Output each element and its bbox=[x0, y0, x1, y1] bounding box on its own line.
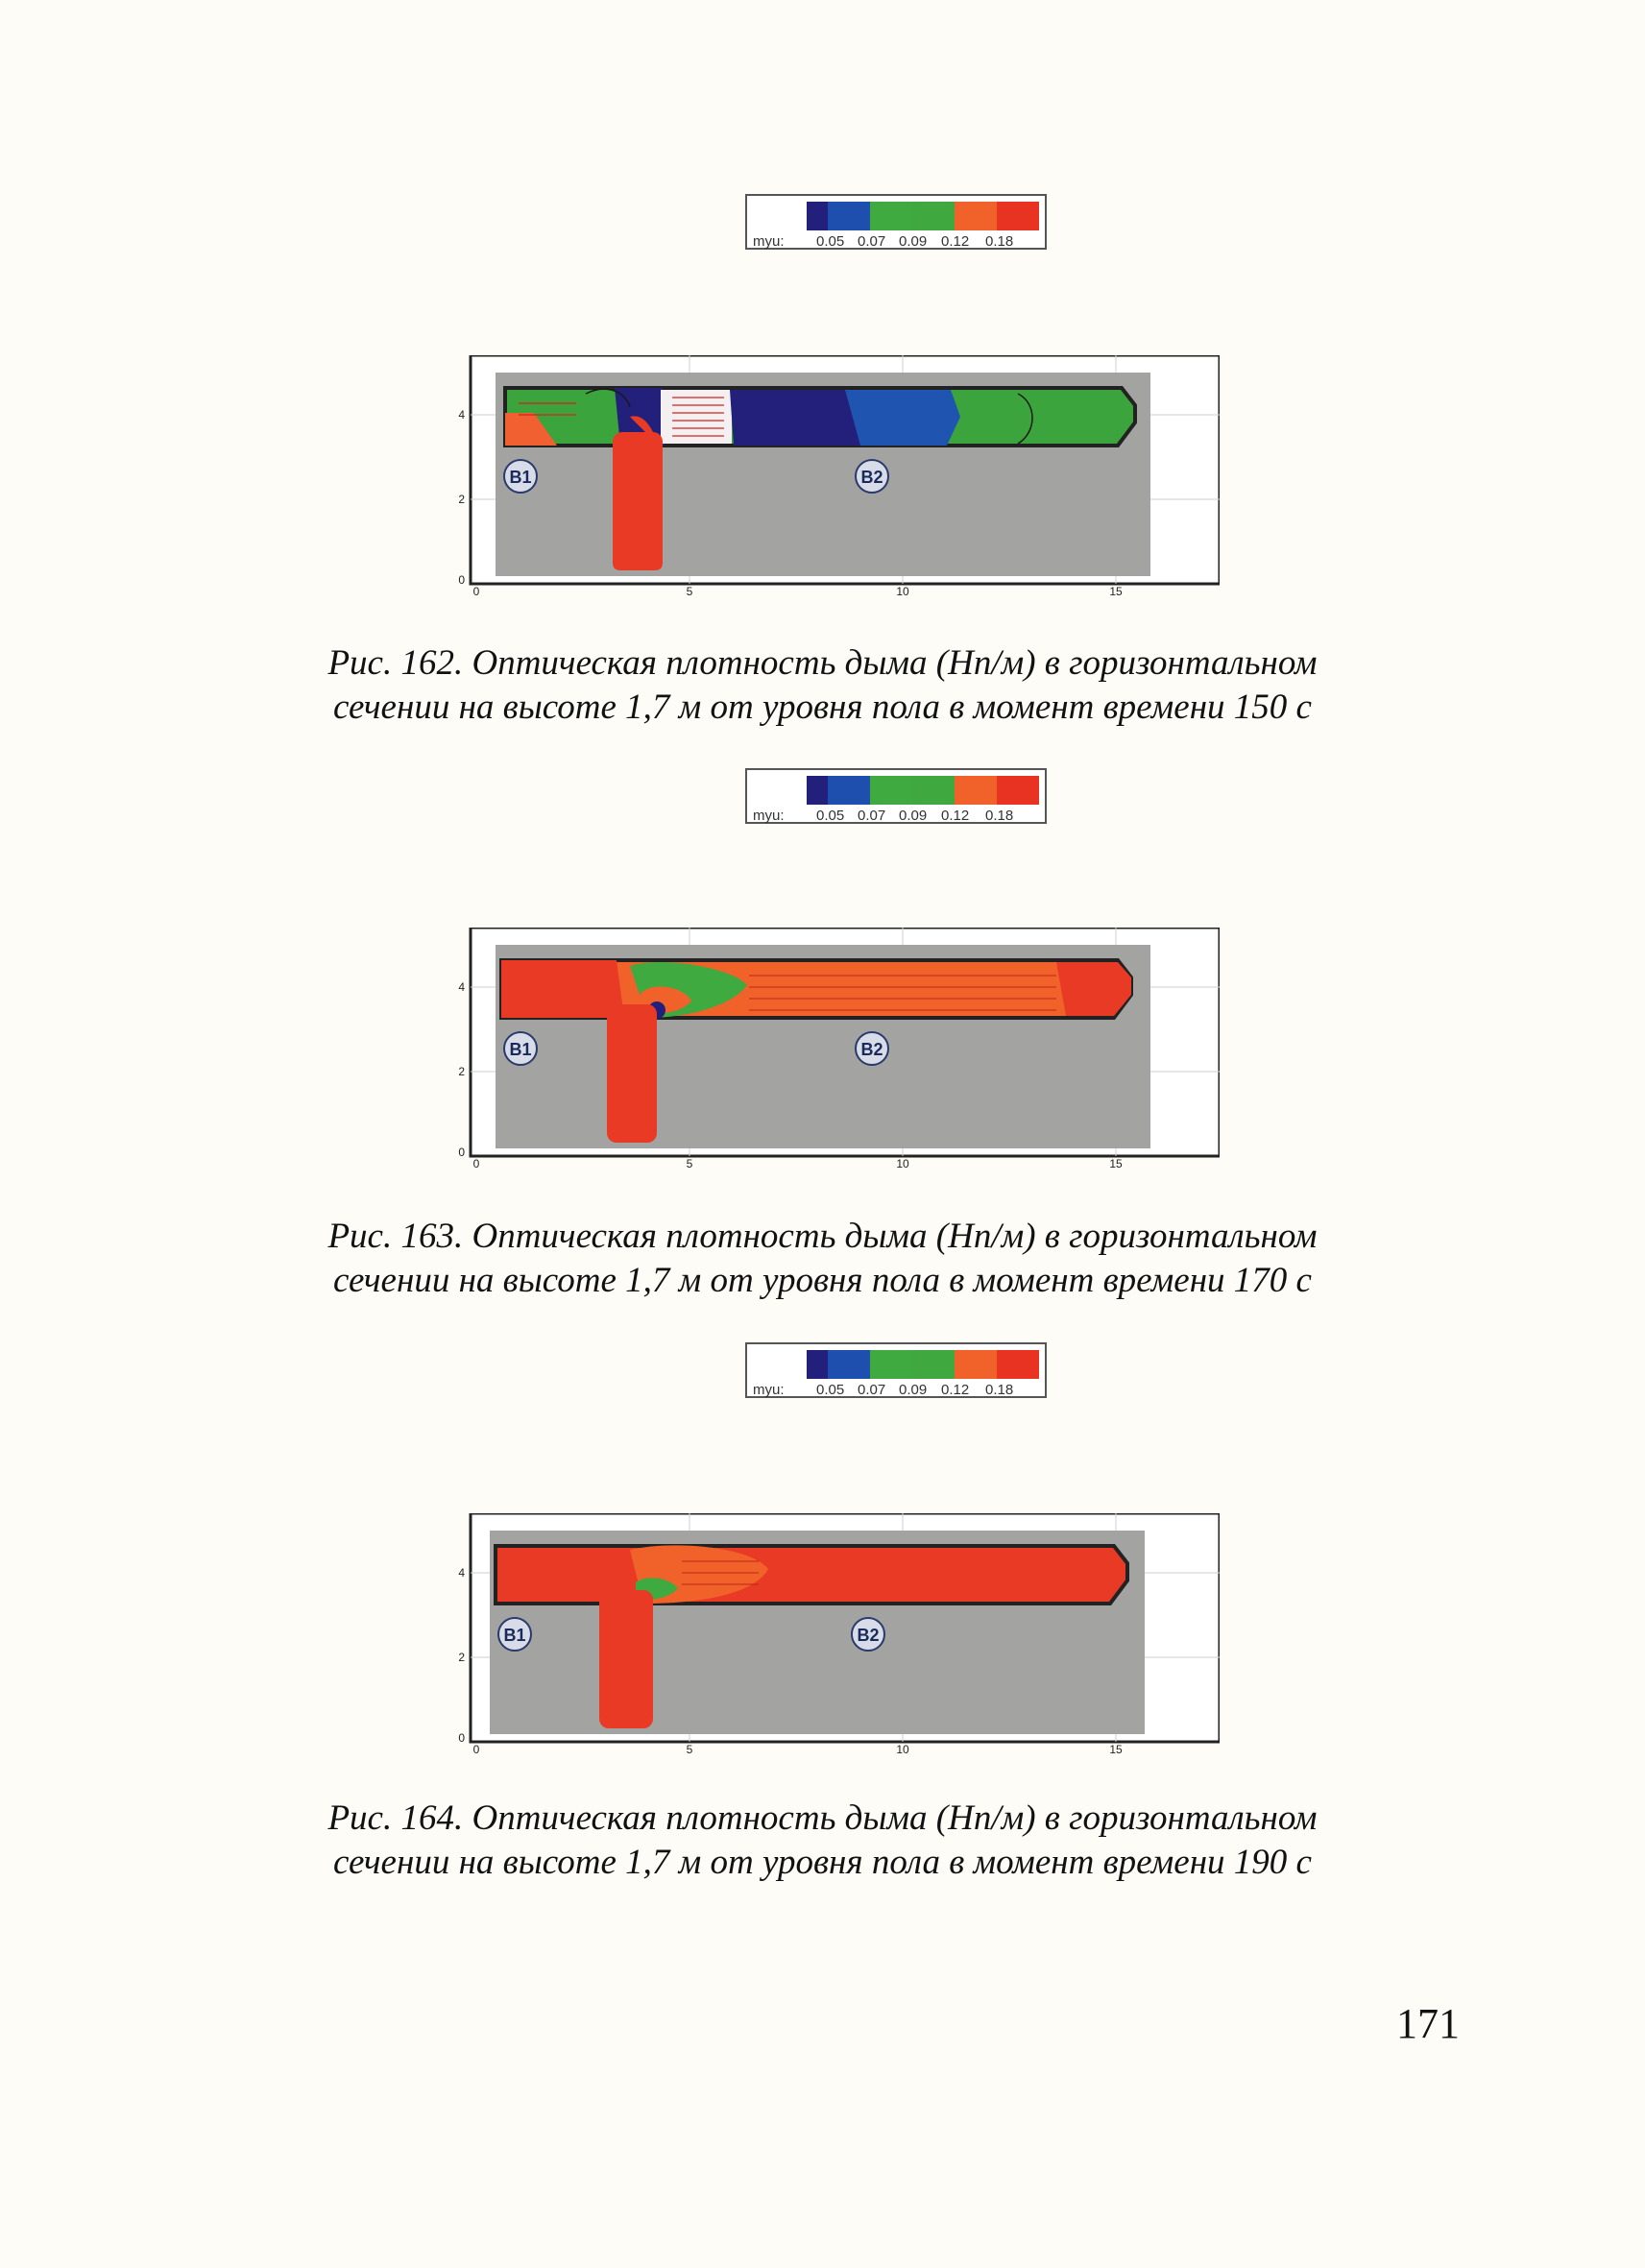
legend-tick: 0.12 bbox=[941, 808, 969, 824]
x-tick: 10 bbox=[896, 1157, 909, 1168]
corridor bbox=[494, 1544, 1129, 1605]
y-tick: 4 bbox=[458, 408, 465, 422]
b1-marker bbox=[503, 1031, 538, 1066]
legend-tick: 0.09 bbox=[899, 1382, 927, 1398]
caption-line: сечении на высоте 1,7 м от уровня пола в… bbox=[333, 688, 1312, 727]
figure-caption-162: Рис. 162. Оптическая плотность дыма (Нп/… bbox=[0, 641, 1645, 730]
legend-tick: 0.05 bbox=[816, 233, 844, 250]
legend-swatch bbox=[807, 776, 828, 805]
legend-swatch bbox=[955, 776, 997, 805]
smoke-zone-orange bbox=[505, 413, 557, 446]
x-tick: 0 bbox=[473, 1157, 480, 1168]
y-tick: 0 bbox=[458, 1731, 465, 1745]
x-tick: 15 bbox=[1109, 1157, 1123, 1168]
b2-label: B2 bbox=[860, 468, 883, 487]
legend-tick: 0.09 bbox=[899, 233, 927, 250]
legend-swatch bbox=[955, 202, 997, 230]
legend-swatch bbox=[997, 1350, 1039, 1379]
b2-marker bbox=[851, 1617, 885, 1652]
legend-tick: 0.07 bbox=[858, 808, 885, 824]
legend-tick: 0.12 bbox=[941, 233, 969, 250]
caption-line: Рис. 162. Оптическая плотность дыма (Нп/… bbox=[327, 643, 1318, 683]
side-branch bbox=[607, 1004, 657, 1143]
legend-label: myu: bbox=[753, 808, 785, 824]
legend-swatch bbox=[997, 776, 1039, 805]
x-tick: 5 bbox=[687, 585, 693, 595]
side-branch bbox=[599, 1590, 653, 1728]
smoke-density-plot-164: B1 B2 4 2 0 0 5 10 15 bbox=[442, 1511, 1222, 1756]
smoke-zone-blue bbox=[845, 390, 960, 446]
legend-swatch bbox=[997, 202, 1039, 230]
legend-tick: 0.18 bbox=[985, 808, 1013, 824]
legend-swatch bbox=[828, 1350, 870, 1379]
side-branch bbox=[613, 432, 663, 570]
smoke-zone-clear bbox=[661, 390, 732, 444]
b1-label: B1 bbox=[503, 1626, 525, 1645]
b2-label: B2 bbox=[857, 1626, 879, 1645]
y-tick: 2 bbox=[458, 493, 465, 506]
legend-swatch bbox=[912, 776, 955, 805]
legend-swatch bbox=[955, 1350, 997, 1379]
x-tick: 10 bbox=[896, 1743, 909, 1753]
x-tick: 15 bbox=[1109, 585, 1123, 595]
b1-marker bbox=[497, 1617, 532, 1652]
caption-line: сечении на высоте 1,7 м от уровня пола в… bbox=[333, 1843, 1312, 1882]
b2-marker bbox=[855, 1031, 889, 1066]
legend-label: myu: bbox=[753, 233, 785, 250]
legend-tick: 0.05 bbox=[816, 1382, 844, 1398]
colorbar-legend-164: myu: 0.05 0.07 0.09 0.12 0.18 bbox=[745, 1342, 1047, 1398]
x-tick: 5 bbox=[687, 1743, 693, 1753]
y-tick: 4 bbox=[458, 1566, 465, 1580]
legend-tick: 0.12 bbox=[941, 1382, 969, 1398]
b2-marker bbox=[855, 459, 889, 494]
b2-label: B2 bbox=[860, 1040, 883, 1059]
x-tick: 0 bbox=[473, 585, 480, 595]
caption-line: Рис. 163. Оптическая плотность дыма (Нп/… bbox=[327, 1217, 1318, 1256]
y-tick: 4 bbox=[458, 980, 465, 994]
legend-swatch bbox=[828, 776, 870, 805]
b1-marker bbox=[503, 459, 538, 494]
smoke-zone-dark-blue bbox=[730, 390, 866, 446]
x-tick: 0 bbox=[473, 1743, 480, 1753]
b1-label: B1 bbox=[509, 468, 531, 487]
legend-tick: 0.05 bbox=[816, 808, 844, 824]
legend-label: myu: bbox=[753, 1382, 785, 1398]
legend-swatch bbox=[807, 202, 828, 230]
page-number: 171 bbox=[1396, 2000, 1460, 2047]
legend-tick: 0.07 bbox=[858, 1382, 885, 1398]
legend-swatch bbox=[870, 776, 912, 805]
legend-tick: 0.07 bbox=[858, 233, 885, 250]
figure-caption-164: Рис. 164. Оптическая плотность дыма (Нп/… bbox=[0, 1797, 1645, 1885]
y-tick: 0 bbox=[458, 1146, 465, 1159]
b1-label: B1 bbox=[509, 1040, 531, 1059]
smoke-density-plot-163: B1 B2 4 2 0 0 5 10 15 bbox=[442, 926, 1222, 1170]
colorbar-legend-163: myu: 0.05 0.07 0.09 0.12 0.18 bbox=[745, 768, 1047, 824]
caption-line: Рис. 164. Оптическая плотность дыма (Нп/… bbox=[327, 1798, 1318, 1838]
legend-swatch bbox=[912, 202, 955, 230]
caption-line: сечении на высоте 1,7 м от уровня пола в… bbox=[333, 1261, 1312, 1300]
colorbar-legend-162: myu: 0.05 0.07 0.09 0.12 0.18 bbox=[745, 194, 1047, 250]
smoke-density-plot-162: B1 B2 4 2 0 0 5 10 15 bbox=[442, 353, 1222, 598]
y-tick: 0 bbox=[458, 573, 465, 587]
y-tick: 2 bbox=[458, 1065, 465, 1078]
legend-tick: 0.09 bbox=[899, 808, 927, 824]
figure-caption-163: Рис. 163. Оптическая плотность дыма (Нп/… bbox=[0, 1215, 1645, 1303]
legend-swatch bbox=[912, 1350, 955, 1379]
legend-swatch bbox=[870, 202, 912, 230]
x-tick: 15 bbox=[1109, 1743, 1123, 1753]
legend-tick: 0.18 bbox=[985, 1382, 1013, 1398]
legend-tick: 0.18 bbox=[985, 233, 1013, 250]
x-tick: 10 bbox=[896, 585, 909, 595]
legend-swatch bbox=[828, 202, 870, 230]
legend-swatch bbox=[870, 1350, 912, 1379]
x-tick: 5 bbox=[687, 1157, 693, 1168]
legend-swatch bbox=[807, 1350, 828, 1379]
y-tick: 2 bbox=[458, 1651, 465, 1664]
